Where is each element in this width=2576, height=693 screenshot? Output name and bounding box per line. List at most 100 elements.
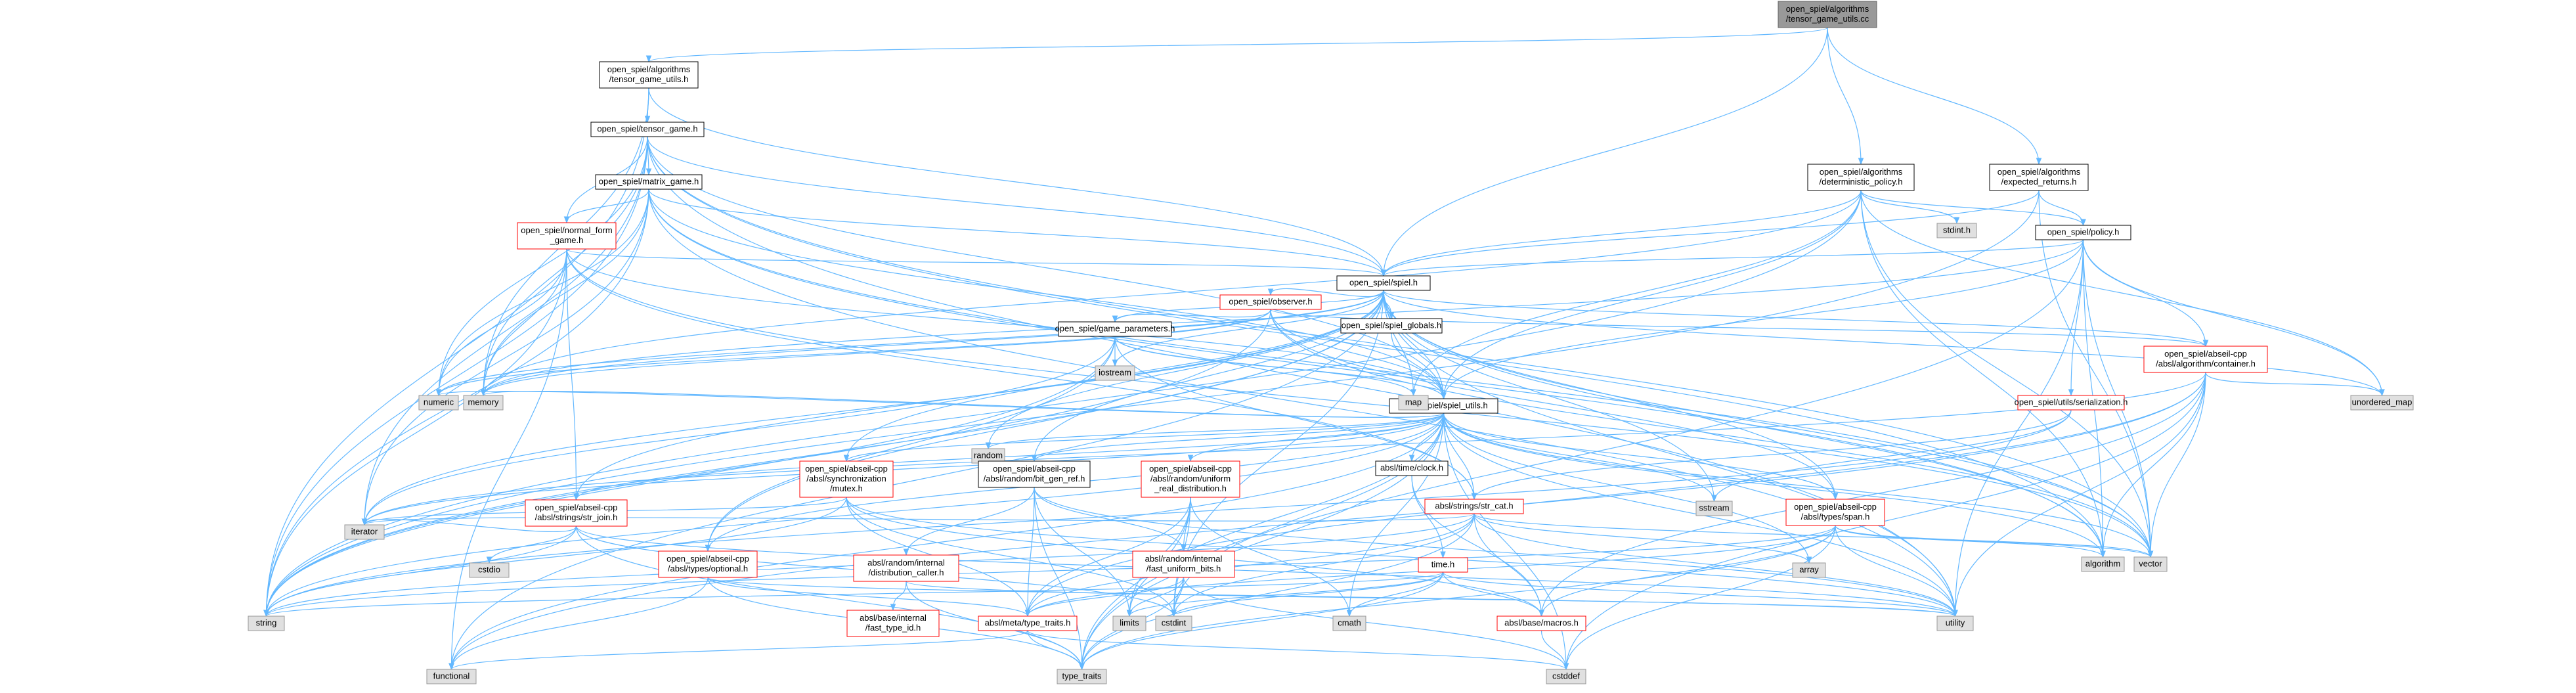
node-box-observer[interactable] — [1219, 294, 1322, 310]
node-spiel-h[interactable]: open_spiel/spiel.h — [1336, 275, 1431, 291]
node-normal-form[interactable]: open_spiel/normal_form_game.h — [517, 222, 617, 250]
node-box-functional[interactable] — [426, 669, 477, 684]
node-box-tgu-h[interactable] — [599, 61, 699, 89]
node-map[interactable]: map — [1398, 395, 1429, 411]
node-box-fast-uniform[interactable] — [1132, 550, 1235, 578]
node-span-h[interactable]: open_spiel/abseil-cpp/absl/types/span.h — [1785, 499, 1885, 526]
node-box-numeric[interactable] — [418, 395, 459, 411]
node-time-h[interactable]: time.h — [1418, 557, 1468, 573]
node-tensor-game[interactable]: open_spiel/tensor_game.h — [590, 122, 705, 137]
node-box-limits[interactable] — [1112, 615, 1146, 631]
node-box-map[interactable] — [1398, 395, 1429, 411]
node-label-optional-h-0: open_spiel/abseil-cpp — [666, 554, 749, 564]
node-box-iostream[interactable] — [1095, 365, 1135, 381]
node-stdint-h[interactable]: stdint.h — [1936, 223, 1977, 238]
node-numeric[interactable]: numeric — [418, 395, 459, 411]
node-box-game-params[interactable] — [1058, 321, 1172, 337]
node-spiel-globals[interactable]: open_spiel/spiel_globals.h — [1340, 318, 1443, 334]
node-box-utility[interactable] — [1936, 615, 1974, 631]
node-box-spiel-h[interactable] — [1336, 275, 1431, 291]
node-sstream[interactable]: sstream — [1695, 501, 1733, 516]
node-cstddef[interactable]: cstddef — [1546, 669, 1586, 684]
node-box-sync-mutex[interactable] — [799, 460, 894, 498]
node-box-span-h[interactable] — [1785, 499, 1885, 526]
node-box-time-h[interactable] — [1418, 557, 1468, 573]
node-box-uniform-real[interactable] — [1141, 460, 1240, 498]
edge-spiel-h-to-container — [1383, 290, 2209, 347]
node-box-iterator[interactable] — [344, 524, 385, 540]
node-string[interactable]: string — [248, 615, 285, 631]
node-dist-caller[interactable]: absl/random/internal/distribution_caller… — [853, 554, 959, 582]
node-container[interactable]: open_spiel/abseil-cpp/absl/algorithm/con… — [2143, 346, 2268, 373]
node-box-unordered-map[interactable] — [2350, 395, 2414, 411]
node-bit-gen-ref[interactable]: open_spiel/abseil-cpp/absl/random/bit_ge… — [978, 460, 1091, 488]
node-clock-h[interactable]: absl/time/clock.h — [1375, 460, 1449, 476]
node-box-spiel-globals[interactable] — [1340, 318, 1443, 334]
node-box-cstddef[interactable] — [1546, 669, 1586, 684]
node-fast-uniform[interactable]: absl/random/internal/fast_uniform_bits.h — [1132, 550, 1235, 578]
node-box-stdint-h[interactable] — [1936, 223, 1977, 238]
node-box-fast-type-id[interactable] — [846, 610, 940, 637]
node-cstdint[interactable]: cstdint — [1155, 615, 1192, 631]
node-box-str-cat[interactable] — [1424, 499, 1524, 514]
node-box-macros-h[interactable] — [1496, 615, 1586, 631]
node-macros-h[interactable]: absl/base/macros.h — [1496, 615, 1586, 631]
node-box-memory[interactable] — [463, 395, 504, 411]
node-optional-h[interactable]: open_spiel/abseil-cpp/absl/types/optiona… — [658, 550, 758, 578]
node-box-normal-form[interactable] — [517, 222, 617, 250]
node-box-container[interactable] — [2143, 346, 2268, 373]
node-box-type-traits[interactable] — [1057, 669, 1107, 684]
node-str-join[interactable]: open_spiel/abseil-cpp/absl/strings/str_j… — [525, 499, 628, 527]
node-array[interactable]: array — [1792, 562, 1826, 578]
node-type-traits[interactable]: type_traits — [1057, 669, 1107, 684]
node-det-policy[interactable]: open_spiel/algorithms/deterministic_poli… — [1807, 164, 1915, 191]
node-type-traits-h[interactable]: absl/meta/type_traits.h — [978, 615, 1078, 631]
node-box-matrix-game[interactable] — [595, 174, 703, 190]
node-box-bit-gen-ref[interactable] — [978, 460, 1091, 488]
node-iostream[interactable]: iostream — [1095, 365, 1135, 381]
node-box-vector[interactable] — [2133, 556, 2168, 572]
node-label-limits-0: limits — [1120, 618, 1139, 628]
node-box-string[interactable] — [248, 615, 285, 631]
node-cstdio[interactable]: cstdio — [469, 562, 510, 578]
node-box-det-policy[interactable] — [1807, 164, 1915, 191]
node-box-sstream[interactable] — [1695, 501, 1733, 516]
node-tgu-h[interactable]: open_spiel/algorithms/tensor_game_utils.… — [599, 61, 699, 89]
node-sync-mutex[interactable]: open_spiel/abseil-cpp/absl/synchronizati… — [799, 460, 894, 498]
node-root[interactable]: open_spiel/algorithms/tensor_game_utils.… — [1778, 1, 1877, 28]
node-serialization[interactable]: open_spiel/utils/serialization.h — [2015, 395, 2128, 411]
node-cmath[interactable]: cmath — [1332, 615, 1366, 631]
node-algorithm[interactable]: algorithm — [2081, 556, 2125, 572]
node-unordered-map[interactable]: unordered_map — [2350, 395, 2414, 411]
node-str-cat[interactable]: absl/strings/str_cat.h — [1424, 499, 1524, 514]
node-box-cmath[interactable] — [1332, 615, 1366, 631]
node-utility[interactable]: utility — [1936, 615, 1974, 631]
node-exp-returns[interactable]: open_spiel/algorithms/expected_returns.h — [1989, 164, 2089, 191]
node-box-dist-caller[interactable] — [853, 554, 959, 582]
node-uniform-real[interactable]: open_spiel/abseil-cpp/absl/random/unifor… — [1141, 460, 1240, 498]
node-box-str-join[interactable] — [525, 499, 628, 527]
node-game-params[interactable]: open_spiel/game_parameters.h — [1055, 321, 1175, 337]
node-vector[interactable]: vector — [2133, 556, 2168, 572]
node-policy-h[interactable]: open_spiel/policy.h — [2035, 225, 2131, 240]
node-fast-type-id[interactable]: absl/base/internal/fast_type_id.h — [846, 610, 940, 637]
node-random[interactable]: random — [971, 448, 1005, 464]
node-box-optional-h[interactable] — [658, 550, 758, 578]
node-box-cstdint[interactable] — [1155, 615, 1192, 631]
node-matrix-game[interactable]: open_spiel/matrix_game.h — [595, 174, 703, 190]
node-memory[interactable]: memory — [463, 395, 504, 411]
node-box-algorithm[interactable] — [2081, 556, 2125, 572]
node-observer[interactable]: open_spiel/observer.h — [1219, 294, 1322, 310]
node-box-clock-h[interactable] — [1375, 460, 1449, 476]
node-limits[interactable]: limits — [1112, 615, 1146, 631]
node-box-cstdio[interactable] — [469, 562, 510, 578]
node-box-policy-h[interactable] — [2035, 225, 2131, 240]
node-box-root[interactable] — [1778, 1, 1877, 28]
node-box-array[interactable] — [1792, 562, 1826, 578]
node-box-serialization[interactable] — [2017, 395, 2125, 411]
node-iterator[interactable]: iterator — [344, 524, 385, 540]
node-box-tensor-game[interactable] — [590, 122, 705, 137]
node-functional[interactable]: functional — [426, 669, 477, 684]
node-box-exp-returns[interactable] — [1989, 164, 2089, 191]
node-box-type-traits-h[interactable] — [978, 615, 1078, 631]
